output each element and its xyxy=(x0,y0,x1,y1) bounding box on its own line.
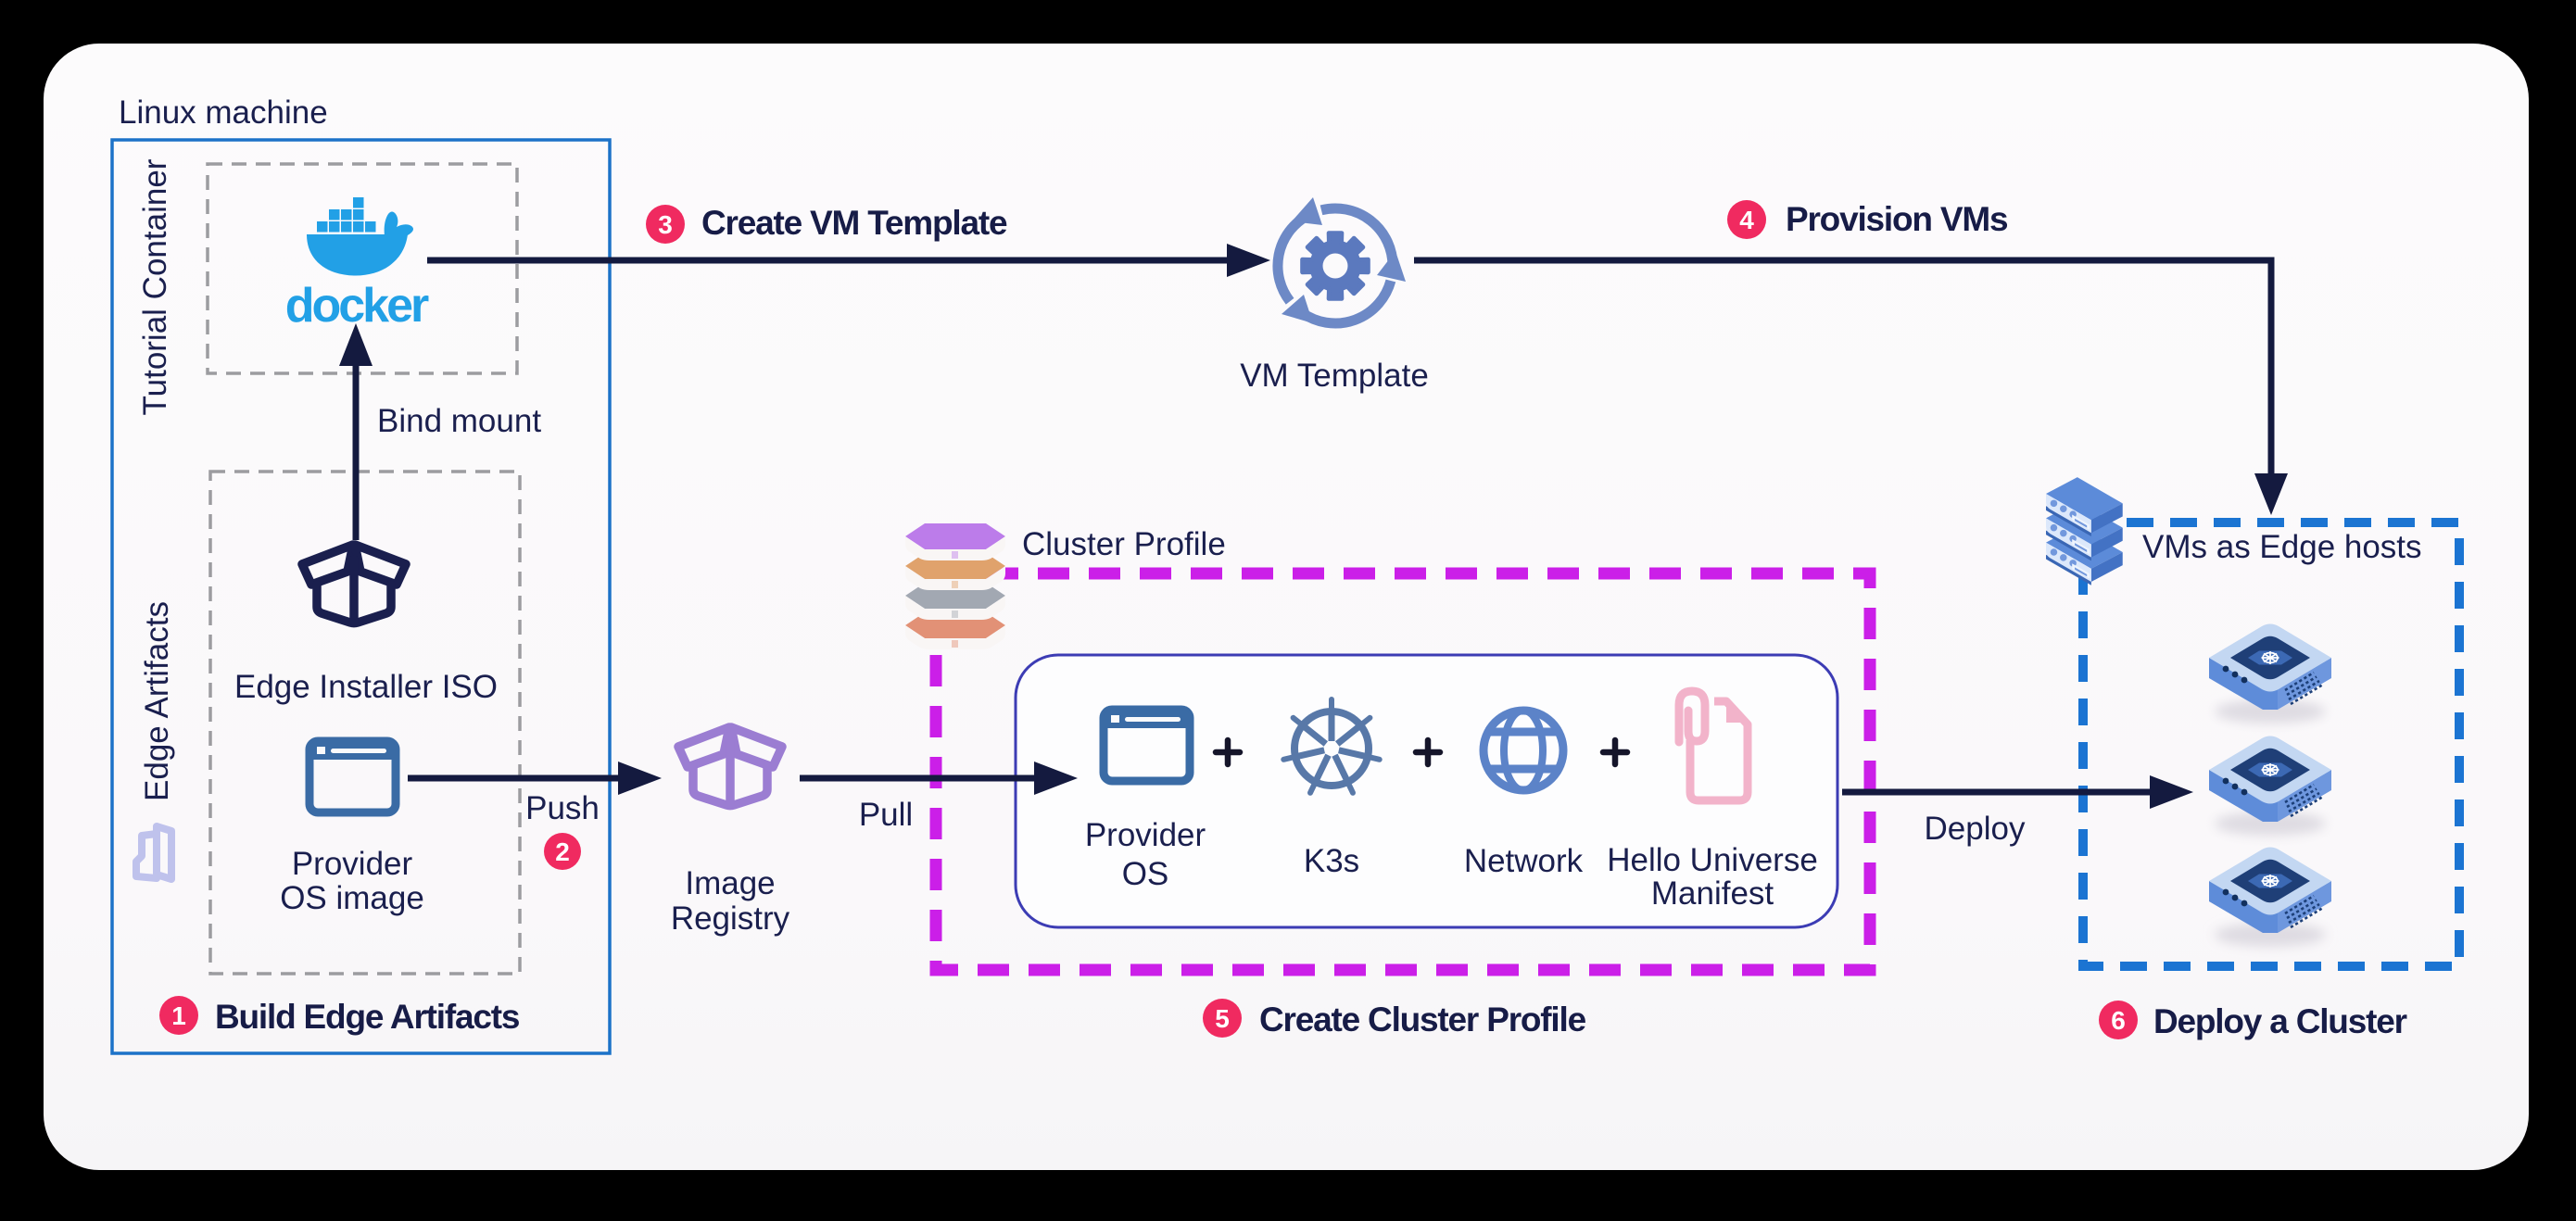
svg-text:Edge Installer ISO: Edge Installer ISO xyxy=(234,669,498,705)
svg-text:Deploy a Cluster: Deploy a Cluster xyxy=(2153,1002,2407,1040)
svg-text:Manifest: Manifest xyxy=(1651,875,1774,912)
svg-text:Hello Universe: Hello Universe xyxy=(1607,842,1818,878)
svg-text:OS: OS xyxy=(1122,856,1169,892)
svg-text:3: 3 xyxy=(658,210,673,239)
svg-text:5: 5 xyxy=(1215,1004,1230,1033)
svg-text:VM Template: VM Template xyxy=(1240,358,1429,394)
svg-text:1: 1 xyxy=(171,1001,186,1030)
svg-text:Build Edge Artifacts: Build Edge Artifacts xyxy=(215,998,520,1036)
svg-text:OS image: OS image xyxy=(280,880,424,916)
svg-text:Edge Artifacts: Edge Artifacts xyxy=(139,601,175,801)
svg-text:6: 6 xyxy=(2111,1006,2126,1035)
svg-text:Linux machine: Linux machine xyxy=(119,94,328,131)
svg-text:4: 4 xyxy=(1739,206,1754,234)
svg-text:Provider: Provider xyxy=(292,846,413,882)
svg-text:Cluster Profile: Cluster Profile xyxy=(1022,526,1226,562)
svg-text:Provider: Provider xyxy=(1085,817,1206,853)
svg-text:Pull: Pull xyxy=(859,797,913,833)
svg-text:K3s: K3s xyxy=(1304,843,1359,879)
svg-text:Provision VMs: Provision VMs xyxy=(1786,200,2008,238)
svg-text:VMs as Edge hosts: VMs as Edge hosts xyxy=(2142,529,2422,565)
svg-text:Create Cluster Profile: Create Cluster Profile xyxy=(1259,1001,1586,1038)
svg-text:Bind mount: Bind mount xyxy=(377,403,541,439)
svg-text:Network: Network xyxy=(1464,843,1584,879)
svg-text:Deploy: Deploy xyxy=(1925,811,2026,847)
svg-text:docker: docker xyxy=(285,279,429,333)
svg-text:2: 2 xyxy=(555,837,570,866)
svg-text:Image: Image xyxy=(685,865,775,901)
svg-text:Tutorial Container: Tutorial Container xyxy=(137,158,173,415)
svg-text:Create VM Template: Create VM Template xyxy=(701,204,1007,242)
svg-text:Registry: Registry xyxy=(671,900,790,937)
svg-text:Push: Push xyxy=(525,790,600,826)
